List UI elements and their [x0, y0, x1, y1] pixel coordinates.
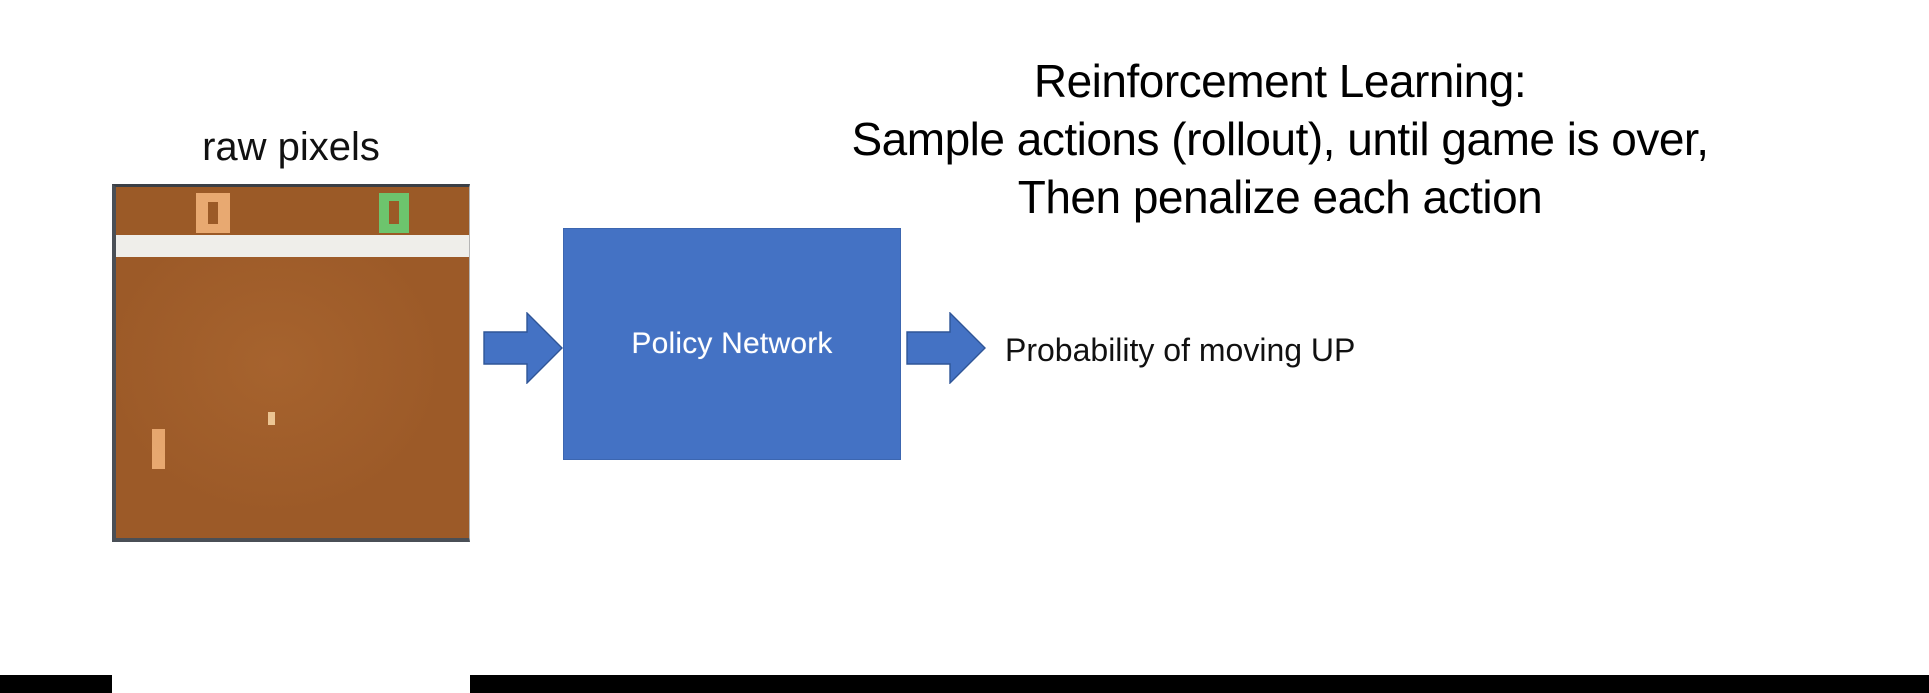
pong-score-player [379, 193, 409, 233]
policy-network-box[interactable]: Policy Network [563, 228, 901, 460]
headline-line-1: Reinforcement Learning: [1033, 55, 1527, 107]
pong-playfield [116, 257, 469, 538]
bottom-bar-right [470, 675, 1929, 693]
pong-scoreboard-band [116, 187, 469, 235]
atari-pong-screen [112, 184, 470, 542]
output-probability-label: Probability of moving UP [1005, 332, 1356, 368]
output-arrow-icon [906, 312, 986, 384]
pong-ball [268, 412, 275, 425]
headline-line-2: Sample actions (rollout), until game is … [851, 113, 1709, 165]
policy-network-label: Policy Network [631, 327, 833, 360]
headline-line-3: Then penalize each action [1017, 171, 1543, 223]
pong-score-player-hole [389, 201, 399, 224]
pong-divider-bar [116, 235, 469, 257]
pong-score-opponent-hole [208, 202, 218, 224]
pong-paddle-opponent [152, 429, 165, 469]
pong-paddle-player [431, 538, 444, 542]
input-arrow-icon [483, 312, 563, 384]
bottom-bar-left [0, 675, 112, 693]
raw-pixels-caption: raw pixels [202, 125, 380, 169]
headline-block: Reinforcement Learning: Sample actions (… [690, 52, 1870, 226]
pong-score-opponent [196, 193, 230, 233]
